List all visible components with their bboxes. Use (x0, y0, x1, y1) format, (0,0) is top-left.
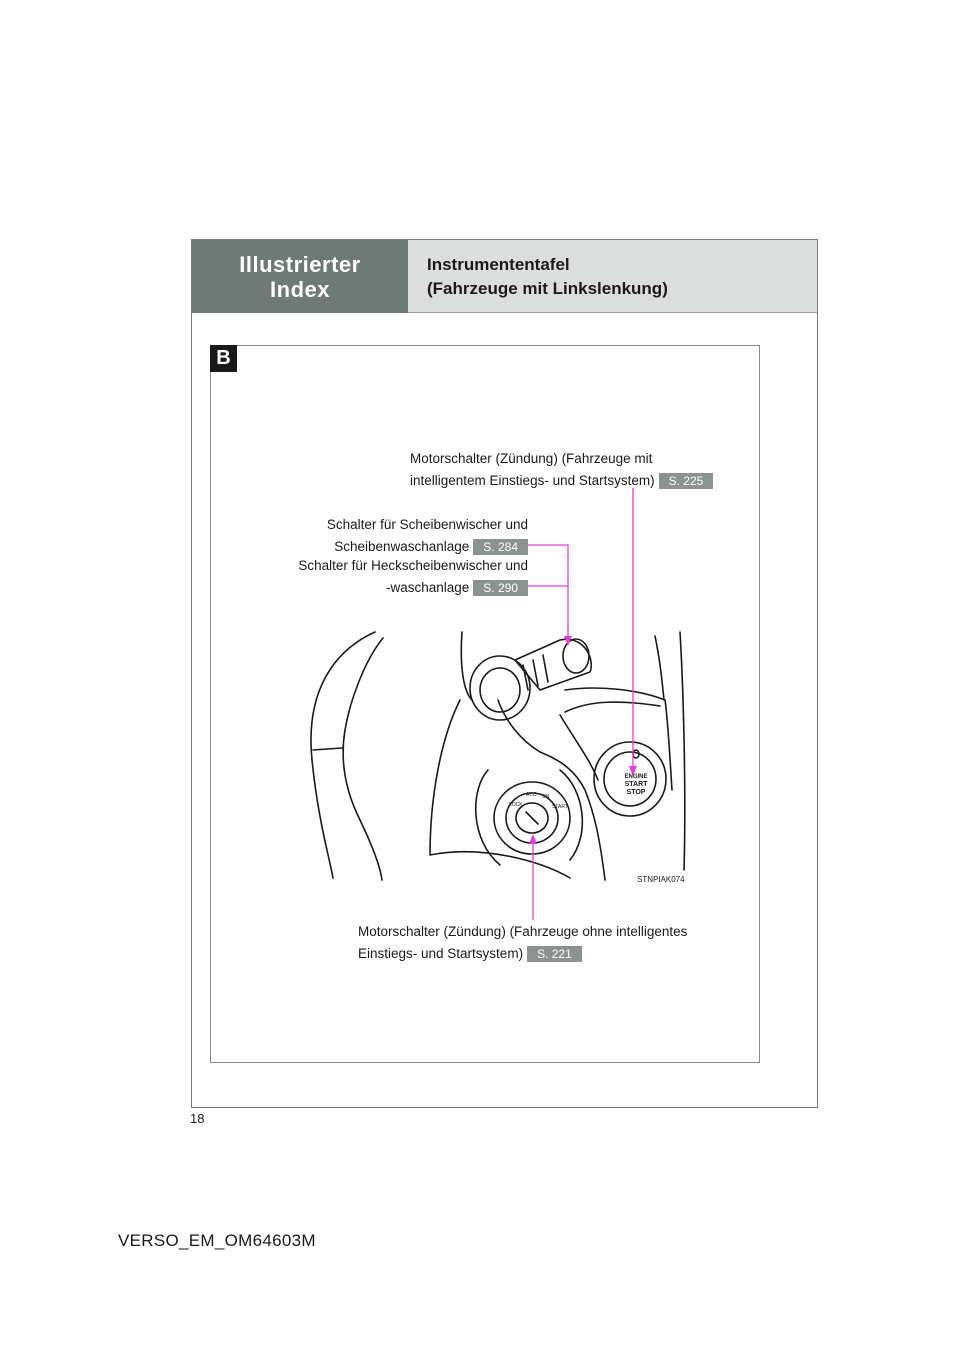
section-tab: Illustrierter Index (192, 240, 408, 313)
wiper-stalk-knob (469, 655, 531, 721)
illustration-code: STNPIAK074 (637, 875, 685, 884)
steering-wheel-inner (342, 637, 384, 881)
page-title-line1: Instrumententafel (427, 255, 570, 274)
start-button-text-3: STOP (627, 789, 646, 796)
steering-wheel-outline (310, 631, 376, 879)
page-ref-290[interactable]: S. 290 (473, 580, 528, 597)
callout-rear-wiper-switch-line1: Schalter für Heckscheibenwischer und (298, 558, 528, 573)
wiper-stalk-lever (514, 638, 592, 691)
page-ref-284[interactable]: S. 284 (473, 539, 528, 556)
section-tab-line2: Index (270, 276, 330, 302)
column-shroud (460, 631, 606, 881)
start-button-text-2: START (625, 781, 649, 788)
section-tab-line1: Illustrierter (239, 251, 361, 277)
callout-wiper-switch-line1: Schalter für Scheibenwischer und (326, 517, 528, 532)
callout-engine-switch-smart-line2: intelligentem Einstiegs- und Startsystem… (410, 473, 655, 488)
key-pos-lock: LOCK (509, 802, 523, 808)
callout-engine-switch-smart-line1: Motorschalter (Zündung) (Fahrzeuge mit (410, 451, 653, 466)
callout-rear-wiper-switch: Schalter für Heckscheibenwischer und -wa… (298, 555, 528, 599)
start-button-text-1: ENGINE (624, 774, 647, 780)
key-pos-acc: ACC (526, 792, 537, 798)
key-cylinder-bezel (493, 781, 571, 855)
leader-lines (528, 488, 634, 920)
key-pos-start: START (552, 804, 568, 810)
callout-engine-switch-smart: Motorschalter (Zündung) (Fahrzeuge mit i… (410, 448, 714, 492)
page-ref-221[interactable]: S. 221 (527, 946, 582, 963)
page-title: Instrumententafel (Fahrzeuge mit Linksle… (408, 240, 817, 313)
callout-engine-switch-key-line1: Motorschalter (Zündung) (Fahrzeuge ohne … (358, 924, 688, 939)
callout-rear-wiper-switch-line2: -waschanlage (385, 580, 470, 595)
leader-wiper (528, 544, 569, 640)
figure-marker: B (210, 345, 237, 372)
callout-engine-switch-key: Motorschalter (Zündung) (Fahrzeuge ohne … (358, 921, 687, 965)
key-pos-on: ON (542, 794, 550, 800)
callout-engine-switch-key-line2: Einstiegs- und Startsystem) (358, 946, 524, 961)
footer-code: VERSO_EM_OM64603M (118, 1231, 316, 1250)
start-button-bezel (593, 741, 667, 817)
page-frame: Illustrierter Index Instrumententafel (F… (191, 239, 818, 1108)
callout-wiper-switch: Schalter für Scheibenwischer und Scheibe… (327, 514, 528, 558)
page-number: 18 (190, 1111, 205, 1126)
callout-wiper-switch-line2: Scheibenwaschanlage (334, 539, 470, 554)
page-title-line2: (Fahrzeuge mit Linkslenkung) (427, 279, 668, 298)
figure-box (210, 345, 760, 1063)
page-ref-225[interactable]: S. 225 (658, 473, 714, 490)
